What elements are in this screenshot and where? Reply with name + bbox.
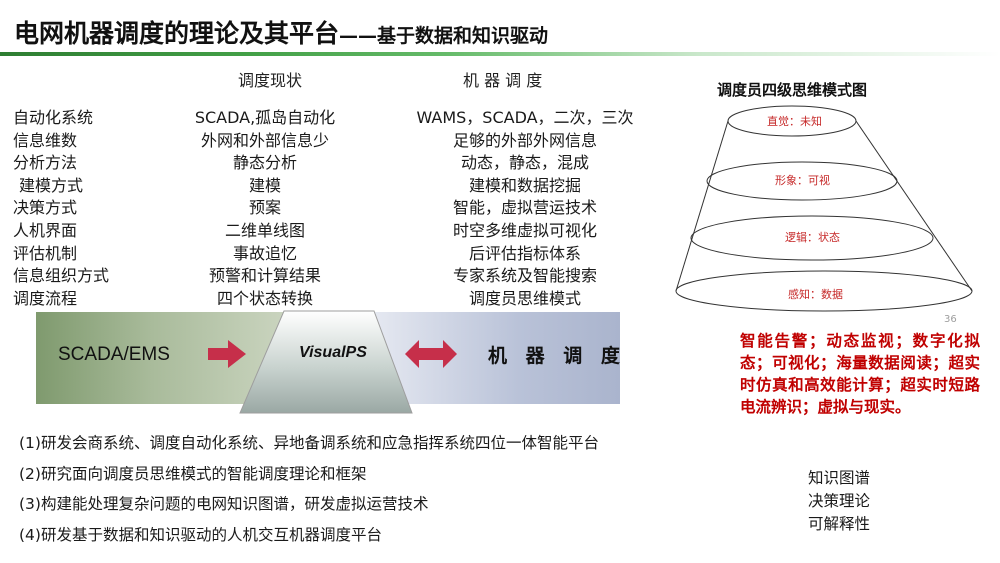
pyramid-level-3-label: 逻辑：状态 xyxy=(785,230,840,244)
label-item: 信息维数 xyxy=(13,130,78,150)
machine-dispatch-label: 机 器 调 度 xyxy=(488,345,626,367)
pyramid-level-1-ring xyxy=(727,105,857,137)
current-item: 二维单线图 xyxy=(224,220,305,240)
machine-item: 动态，静态，混成 xyxy=(460,153,589,173)
label-item: 自动化系统 xyxy=(13,108,94,127)
right-arrow-icon xyxy=(208,340,246,368)
current-status-list: SCADA,孤岛自动化 外网和外部信息少 静态分析 建模 预案 二维单线图 事故… xyxy=(175,107,355,310)
scada-ems-label: SCADA/EMS xyxy=(58,344,170,365)
thinking-pyramid-diagram: 直觉：未知 形象：可视 逻辑：状态 感知：数据 xyxy=(675,105,973,312)
research-item: (3)构建能处理复杂问题的电网知识图谱，研发虚拟运营技术 xyxy=(19,495,429,513)
page-number: 36 xyxy=(944,314,957,325)
machine-item: 时空多维虚拟可视化 xyxy=(452,220,597,240)
current-item: 四个状态转换 xyxy=(216,288,313,308)
visualps-trapezoid xyxy=(239,310,413,414)
machine-item: 建模和数据挖掘 xyxy=(468,175,581,195)
knowledge-item: 决策理论 xyxy=(808,492,871,510)
pyramid-level-2-ring xyxy=(706,161,898,201)
slide-title-main: 电网机器调度的理论及其平台 xyxy=(14,19,340,48)
label-item: 决策方式 xyxy=(13,198,78,218)
research-item: (1)研发会商系统、调度自动化系统、异地备调系统和应急指挥系统四位一体智能平台 xyxy=(19,434,599,452)
pyramid-level-4-label: 感知：数据 xyxy=(788,287,843,301)
visualps-label: VisualPS xyxy=(299,344,367,361)
current-item: 静态分析 xyxy=(232,153,297,173)
research-items-list: (1)研发会商系统、调度自动化系统、异地备调系统和应急指挥系统四位一体智能平台 … xyxy=(19,428,599,550)
machine-item: 后评估指标体系 xyxy=(468,243,581,263)
machine-dispatch-list: WAMS，SCADA，二次，三次 足够的外部外网信息 动态，静态，混成 建模和数… xyxy=(385,107,665,310)
current-item: 预警和计算结果 xyxy=(208,266,321,286)
slide-title-subtitle: ——基于数据和知识驱动 xyxy=(339,25,549,47)
pyramid-level-4-ring xyxy=(675,270,973,312)
current-item: SCADA,孤岛自动化 xyxy=(194,108,336,127)
label-item: 评估机制 xyxy=(13,243,78,263)
label-item: 调度流程 xyxy=(13,288,78,308)
pyramid-level-3-ring xyxy=(690,215,934,261)
knowledge-item: 可解释性 xyxy=(808,515,871,533)
research-item: (2)研究面向调度员思维模式的智能调度理论和框架 xyxy=(19,464,367,483)
current-item: 建模 xyxy=(248,175,281,195)
machine-item: 调度员思维模式 xyxy=(468,288,581,308)
research-item: (4)研发基于数据和知识驱动的人机交互机器调度平台 xyxy=(19,525,382,544)
comparison-labels: 自动化系统 信息维数 分析方法 建模方式 决策方式 人机界面 评估机制 信息组织… xyxy=(13,107,183,310)
title-underline xyxy=(0,52,1000,56)
current-item: 预案 xyxy=(248,198,281,218)
label-item: 信息组织方式 xyxy=(13,266,110,286)
double-arrow-icon xyxy=(405,340,457,368)
current-column-header: 调度现状 xyxy=(238,71,303,90)
pyramid-level-1-label: 直觉：未知 xyxy=(767,114,822,128)
pyramid-title: 调度员四级思维模式图 xyxy=(717,81,868,99)
pyramid-level-2-label: 形象：可视 xyxy=(775,173,830,187)
machine-column-header: 机 器 调 度 xyxy=(463,71,543,90)
current-item: 事故追忆 xyxy=(232,243,297,263)
machine-item: 足够的外部外网信息 xyxy=(452,130,597,150)
label-item: 分析方法 xyxy=(13,153,78,173)
knowledge-item: 知识图谱 xyxy=(808,469,871,487)
knowledge-list: 知识图谱 决策理论 可解释性 xyxy=(808,467,870,536)
machine-item: 专家系统及智能搜索 xyxy=(452,266,597,286)
capabilities-highlight: 智能告警；动态监视；数字化拟态；可视化；海量数据阅读；超实时仿真和高效能计算；超… xyxy=(740,332,980,416)
machine-item: 智能，虚拟营运技术 xyxy=(452,198,597,218)
slide-title: 电网机器调度的理论及其平台——基于数据和知识驱动 xyxy=(14,14,548,50)
machine-item: WAMS，SCADA，二次，三次 xyxy=(416,108,634,127)
current-item: 外网和外部信息少 xyxy=(200,130,329,150)
label-item: 建模方式 xyxy=(19,175,84,195)
label-item: 人机界面 xyxy=(13,220,78,240)
